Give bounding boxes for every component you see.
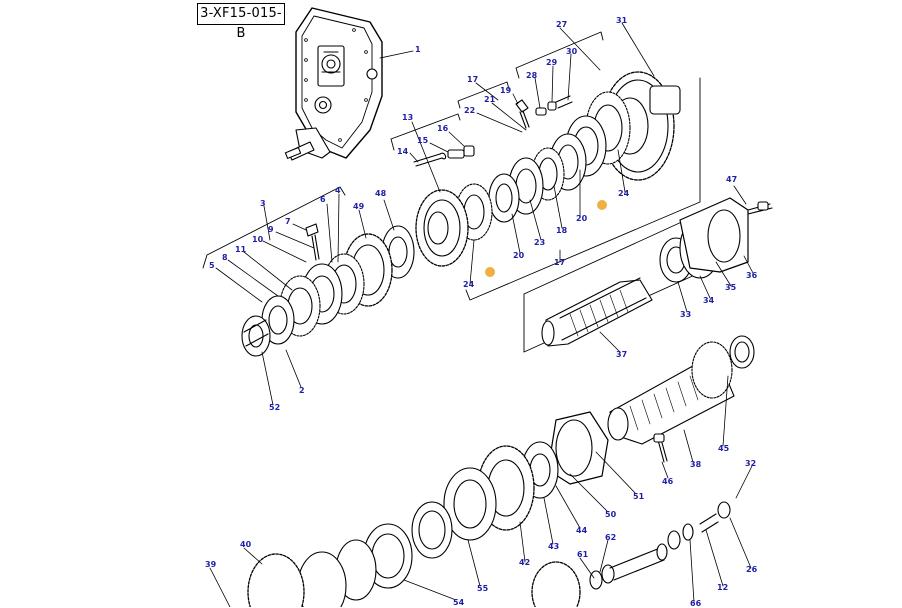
callout[interactable]: 35: [725, 283, 737, 292]
callout[interactable]: 31: [616, 16, 628, 25]
callout[interactable]: 10: [252, 235, 264, 244]
lower-gear-stack: [247, 411, 731, 607]
callout[interactable]: 5: [209, 261, 215, 270]
callout[interactable]: 17: [554, 258, 566, 267]
callout[interactable]: 30: [566, 47, 578, 56]
callout[interactable]: 50: [605, 510, 617, 519]
callout[interactable]: 4: [335, 186, 341, 195]
callout[interactable]: 24: [618, 189, 630, 198]
callout[interactable]: 62: [605, 533, 617, 542]
callout[interactable]: 47: [726, 175, 738, 184]
callout[interactable]: 9: [268, 225, 274, 234]
drawing-code: 3-XF15-015-B: [200, 6, 282, 41]
callout[interactable]: 37: [616, 350, 628, 359]
callout[interactable]: 66: [690, 599, 702, 608]
callout[interactable]: 48: [375, 189, 387, 198]
callout[interactable]: 33: [680, 310, 692, 319]
callout[interactable]: 51: [633, 492, 645, 501]
callout[interactable]: 46: [662, 477, 674, 486]
callout[interactable]: 16: [437, 124, 449, 133]
callout[interactable]: 18: [556, 226, 568, 235]
callout[interactable]: 36: [746, 271, 758, 280]
callout[interactable]: 32: [745, 459, 757, 468]
callout[interactable]: 8: [222, 253, 228, 262]
leader-lines: [209, 22, 754, 607]
callout[interactable]: 39: [205, 560, 217, 569]
callout[interactable]: 21: [484, 95, 496, 104]
callout[interactable]: 43: [548, 542, 560, 551]
callout[interactable]: 3: [260, 199, 266, 208]
callout[interactable]: 45: [718, 444, 730, 453]
callout[interactable]: 19: [500, 86, 512, 95]
gearbox-housing: [284, 7, 383, 161]
drawing-code-box: 3-XF15-015-B: [197, 3, 285, 41]
callout[interactable]: 23: [534, 238, 546, 247]
callout[interactable]: 52: [269, 403, 281, 412]
callout[interactable]: 55: [477, 584, 489, 593]
group-brackets: [202, 31, 701, 353]
callout[interactable]: 44: [576, 526, 588, 535]
callout[interactable]: 6: [320, 195, 326, 204]
left-gear-stack: [241, 223, 415, 357]
callout[interactable]: 61: [577, 550, 589, 559]
callout[interactable]: 1: [415, 45, 421, 54]
callout[interactable]: 28: [526, 71, 538, 80]
callout[interactable]: 42: [519, 558, 531, 567]
callout[interactable]: 2: [299, 386, 305, 395]
callout[interactable]: 17: [467, 75, 479, 84]
callout[interactable]: 54: [453, 598, 465, 607]
lower-shaft: [607, 335, 755, 463]
callout[interactable]: 49: [353, 202, 365, 211]
callout[interactable]: 34: [703, 296, 715, 305]
callout[interactable]: 7: [285, 217, 291, 226]
callout[interactable]: 29: [546, 58, 558, 67]
callout[interactable]: 15: [417, 136, 429, 145]
callout[interactable]: 38: [690, 460, 702, 469]
callout[interactable]: 11: [235, 245, 247, 254]
callout[interactable]: 12: [717, 583, 729, 592]
callout[interactable]: 24: [463, 280, 475, 289]
upper-gear-stack: [413, 71, 681, 267]
callout[interactable]: 14: [397, 147, 409, 156]
callout[interactable]: 20: [576, 214, 588, 223]
callout[interactable]: 13: [402, 113, 414, 122]
callout[interactable]: 40: [240, 540, 252, 549]
highlight-marker[interactable]: [485, 267, 495, 277]
callout[interactable]: 22: [464, 106, 476, 115]
callout[interactable]: 27: [556, 20, 568, 29]
main-shaft: [541, 197, 773, 347]
highlight-marker[interactable]: [597, 200, 607, 210]
callout[interactable]: 20: [513, 251, 525, 260]
callout[interactable]: 26: [746, 565, 758, 574]
